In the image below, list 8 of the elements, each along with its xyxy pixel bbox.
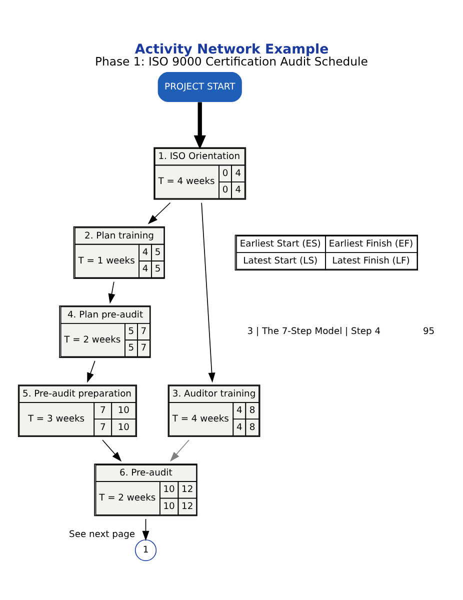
- node-label: See next page: [69, 530, 136, 540]
- label: 3 | The 7-Step Model | Step 4: [247, 326, 381, 337]
- label: 95: [422, 326, 435, 337]
- label: Latest Finish (LF): [332, 256, 410, 266]
- diagram-title: Activity Network Example: [134, 42, 329, 57]
- label: Latest Start (LS): [243, 256, 318, 266]
- label: Earliest Finish (EF): [328, 239, 414, 250]
- label: Earliest Start (ES): [240, 239, 321, 250]
